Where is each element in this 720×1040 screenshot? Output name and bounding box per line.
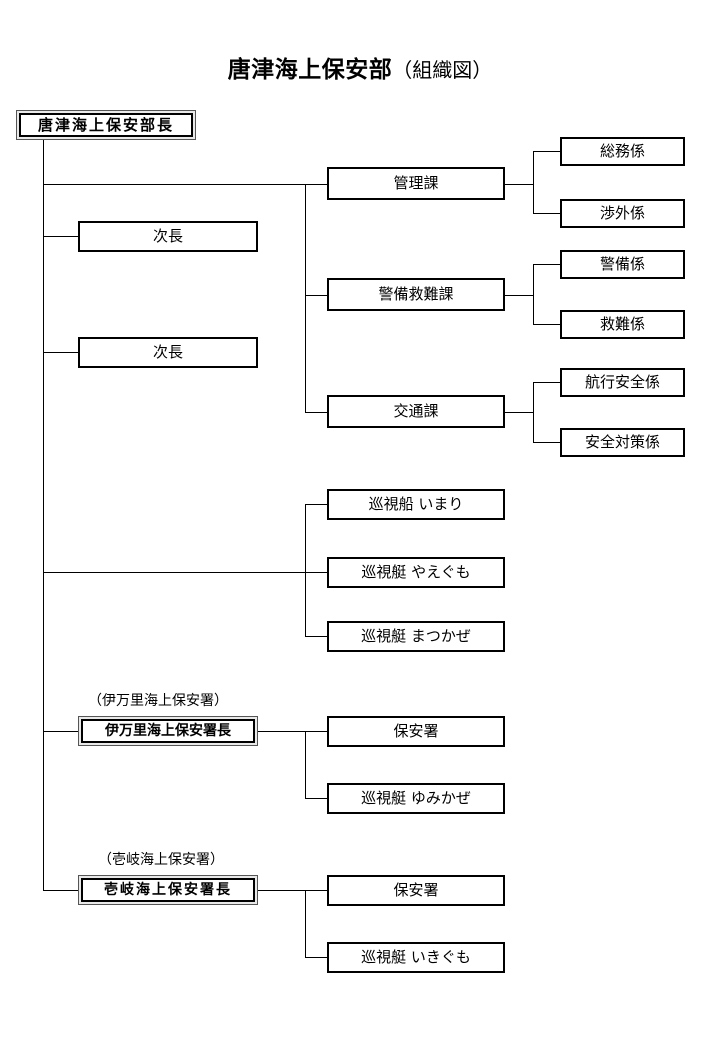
station-1-caption: （伊万里海上保安署） (88, 693, 228, 709)
station-2-connector (43, 890, 78, 891)
division-1-connector (305, 184, 327, 185)
division-box-kotsu[interactable]: 交通課 (327, 395, 505, 428)
section-box-anzentaisaku-label: 安全対策係 (584, 433, 660, 451)
station-chief-box-iki-label: 壱岐海上保安署長 (81, 878, 255, 902)
vessel-box-imari[interactable]: 巡視船 いまり (327, 489, 505, 520)
section-box-somu-label: 総務係 (599, 142, 645, 160)
division-3-to-sections-line (505, 412, 533, 413)
deputy-box-1-label: 次長 (152, 227, 183, 245)
page-title: 唐津海上保安部（組織図） (0, 50, 720, 84)
deputy-box-2-label: 次長 (152, 343, 183, 361)
vessels-cluster-vertical (305, 504, 306, 636)
page-title-main: 唐津海上保安部 (227, 57, 393, 83)
vessel-2-connector (305, 572, 327, 573)
section-2-1-connector (533, 264, 560, 265)
section-box-shogai[interactable]: 渉外係 (560, 199, 685, 228)
station-chief-box-imari-label: 伊万里海上保安署長 (81, 719, 255, 743)
section-2-2-connector (533, 324, 560, 325)
section-1-2-connector (533, 213, 560, 214)
divisions-cluster-vertical (305, 184, 306, 412)
section-box-shogai-label: 渉外係 (599, 204, 645, 222)
division-box-kanri[interactable]: 管理課 (327, 167, 505, 200)
trunk-to-vessels-line (43, 572, 305, 573)
division-box-kotsu-label: 交通課 (393, 402, 439, 420)
station-1-child-box-hoanjo[interactable]: 保安署 (327, 716, 505, 747)
section-box-keibi[interactable]: 警備係 (560, 250, 685, 279)
section-box-kyunan[interactable]: 救難係 (560, 310, 685, 339)
head-box-label: 唐津海上保安部長 (19, 113, 193, 137)
section-box-kokoanzen[interactable]: 航行安全係 (560, 368, 685, 397)
station-2-child-box-hoanjo-label: 保安署 (393, 881, 439, 899)
station-chief-box-iki[interactable]: 壱岐海上保安署長 (78, 875, 258, 905)
division-2-sections-vertical (533, 264, 534, 324)
section-box-kokoanzen-label: 航行安全係 (584, 373, 660, 391)
station-1-connector (43, 731, 78, 732)
station-2-child-1-connector (305, 890, 327, 891)
division-box-kanri-label: 管理課 (393, 174, 439, 192)
trunk-to-divisions-line (43, 184, 305, 185)
vessel-box-yaegumo-label: 巡視艇 やえぐも (361, 563, 471, 581)
division-box-keibikyunan-label: 警備救難課 (378, 285, 454, 303)
station-1-child-1-connector (305, 731, 327, 732)
station-2-caption: （壱岐海上保安署） (98, 852, 224, 868)
deputy-1-connector (43, 236, 78, 237)
station-1-child-box-hoanjo-label: 保安署 (393, 722, 439, 740)
vessel-box-yaegumo[interactable]: 巡視艇 やえぐも (327, 557, 505, 588)
station-1-child-2-connector (305, 798, 327, 799)
station-2-children-vertical (305, 890, 306, 957)
station-2-child-2-connector (305, 957, 327, 958)
section-1-1-connector (533, 151, 560, 152)
station-1-children-vertical (305, 731, 306, 798)
division-2-connector (305, 295, 327, 296)
vessel-box-matsukaze[interactable]: 巡視艇 まつかぜ (327, 621, 505, 652)
section-3-1-connector (533, 382, 560, 383)
division-1-sections-vertical (533, 151, 534, 213)
section-3-2-connector (533, 442, 560, 443)
section-box-somu[interactable]: 総務係 (560, 137, 685, 166)
station-1-child-box-yumikaze[interactable]: 巡視艇 ゆみかぜ (327, 783, 505, 814)
deputy-box-1[interactable]: 次長 (78, 221, 258, 252)
deputy-2-connector (43, 352, 78, 353)
vessel-box-matsukaze-label: 巡視艇 まつかぜ (361, 627, 471, 645)
section-box-anzentaisaku[interactable]: 安全対策係 (560, 428, 685, 457)
section-box-keibi-label: 警備係 (599, 255, 645, 273)
division-box-keibikyunan[interactable]: 警備救難課 (327, 278, 505, 311)
vessel-1-connector (305, 504, 327, 505)
station-2-to-children-line (258, 890, 305, 891)
vessel-3-connector (305, 636, 327, 637)
station-chief-box-imari[interactable]: 伊万里海上保安署長 (78, 716, 258, 746)
station-1-to-children-line (258, 731, 305, 732)
division-3-connector (305, 412, 327, 413)
trunk-vertical-main (43, 140, 44, 890)
station-2-child-box-hoanjo[interactable]: 保安署 (327, 875, 505, 906)
section-box-kyunan-label: 救難係 (599, 315, 645, 333)
division-1-to-sections-line (505, 184, 533, 185)
division-2-to-sections-line (505, 295, 533, 296)
division-3-sections-vertical (533, 382, 534, 442)
station-2-child-box-ikigumo[interactable]: 巡視艇 いきぐも (327, 942, 505, 973)
station-1-child-box-yumikaze-label: 巡視艇 ゆみかぜ (361, 789, 471, 807)
head-box-karatsu-director[interactable]: 唐津海上保安部長 (16, 110, 196, 140)
vessel-box-imari-label: 巡視船 いまり (368, 495, 464, 513)
page-title-sub: （組織図） (392, 58, 493, 82)
station-2-child-box-ikigumo-label: 巡視艇 いきぐも (361, 948, 471, 966)
deputy-box-2[interactable]: 次長 (78, 337, 258, 368)
